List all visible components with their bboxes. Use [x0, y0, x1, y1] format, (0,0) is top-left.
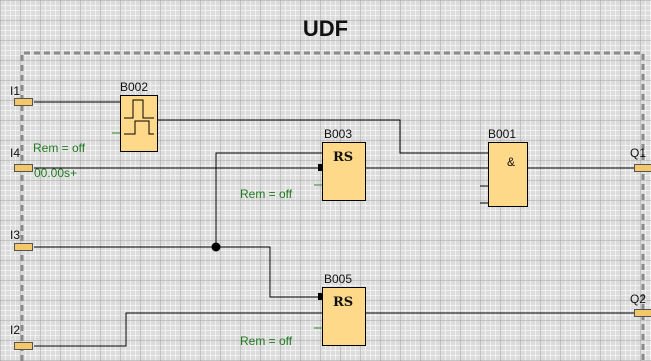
input-connector-i3[interactable] — [14, 243, 33, 251]
input-label-i4: I4 — [10, 146, 21, 160]
b003-rem-annotation: Rem = off — [240, 187, 293, 201]
b002-label: B002 — [120, 80, 149, 94]
b003-block[interactable]: RS — [322, 142, 366, 201]
output-connector-q2[interactable] — [634, 309, 651, 317]
b001-label: B001 — [488, 127, 517, 141]
output-label-q2: Q2 — [630, 292, 647, 306]
b001-block[interactable]: & — [488, 142, 528, 207]
output-label-q1: Q1 — [630, 146, 647, 160]
input-connector-i2[interactable] — [14, 342, 33, 350]
input-label-i3: I3 — [10, 228, 21, 242]
b003-symbol: RS — [333, 150, 354, 165]
wire-b002-b001 — [158, 119, 488, 154]
b005-symbol: RS — [333, 295, 354, 310]
b002-block[interactable] — [120, 95, 158, 152]
b002-rem-annotation: Rem = off — [33, 141, 86, 155]
b005-label: B005 — [324, 272, 353, 286]
b003-label: B003 — [324, 127, 353, 141]
b005-set-marker — [318, 293, 323, 300]
junction-dot — [211, 242, 221, 252]
b003-set-marker — [318, 164, 323, 171]
b005-rem-annotation: Rem = off — [240, 334, 293, 348]
wire-i3-b003 — [215, 152, 322, 247]
wire-i2-b005 — [34, 312, 322, 347]
udf-frame — [20, 51, 645, 361]
b001-unused-inputs — [480, 185, 488, 204]
input-connector-i4[interactable] — [14, 164, 33, 172]
wire-i3-b005 — [34, 246, 322, 298]
input-label-i2: I2 — [10, 323, 21, 337]
input-connector-i1[interactable] — [14, 98, 33, 106]
input-label-i1: I1 — [10, 84, 21, 98]
b001-symbol: & — [507, 155, 516, 169]
pulse-timer-icon — [124, 99, 154, 135]
diagram-title: UDF — [302, 16, 349, 41]
b002-time-annotation: 00.00s+ — [34, 166, 78, 180]
output-connector-q1[interactable] — [634, 164, 651, 172]
b005-block[interactable]: RS — [322, 287, 366, 346]
